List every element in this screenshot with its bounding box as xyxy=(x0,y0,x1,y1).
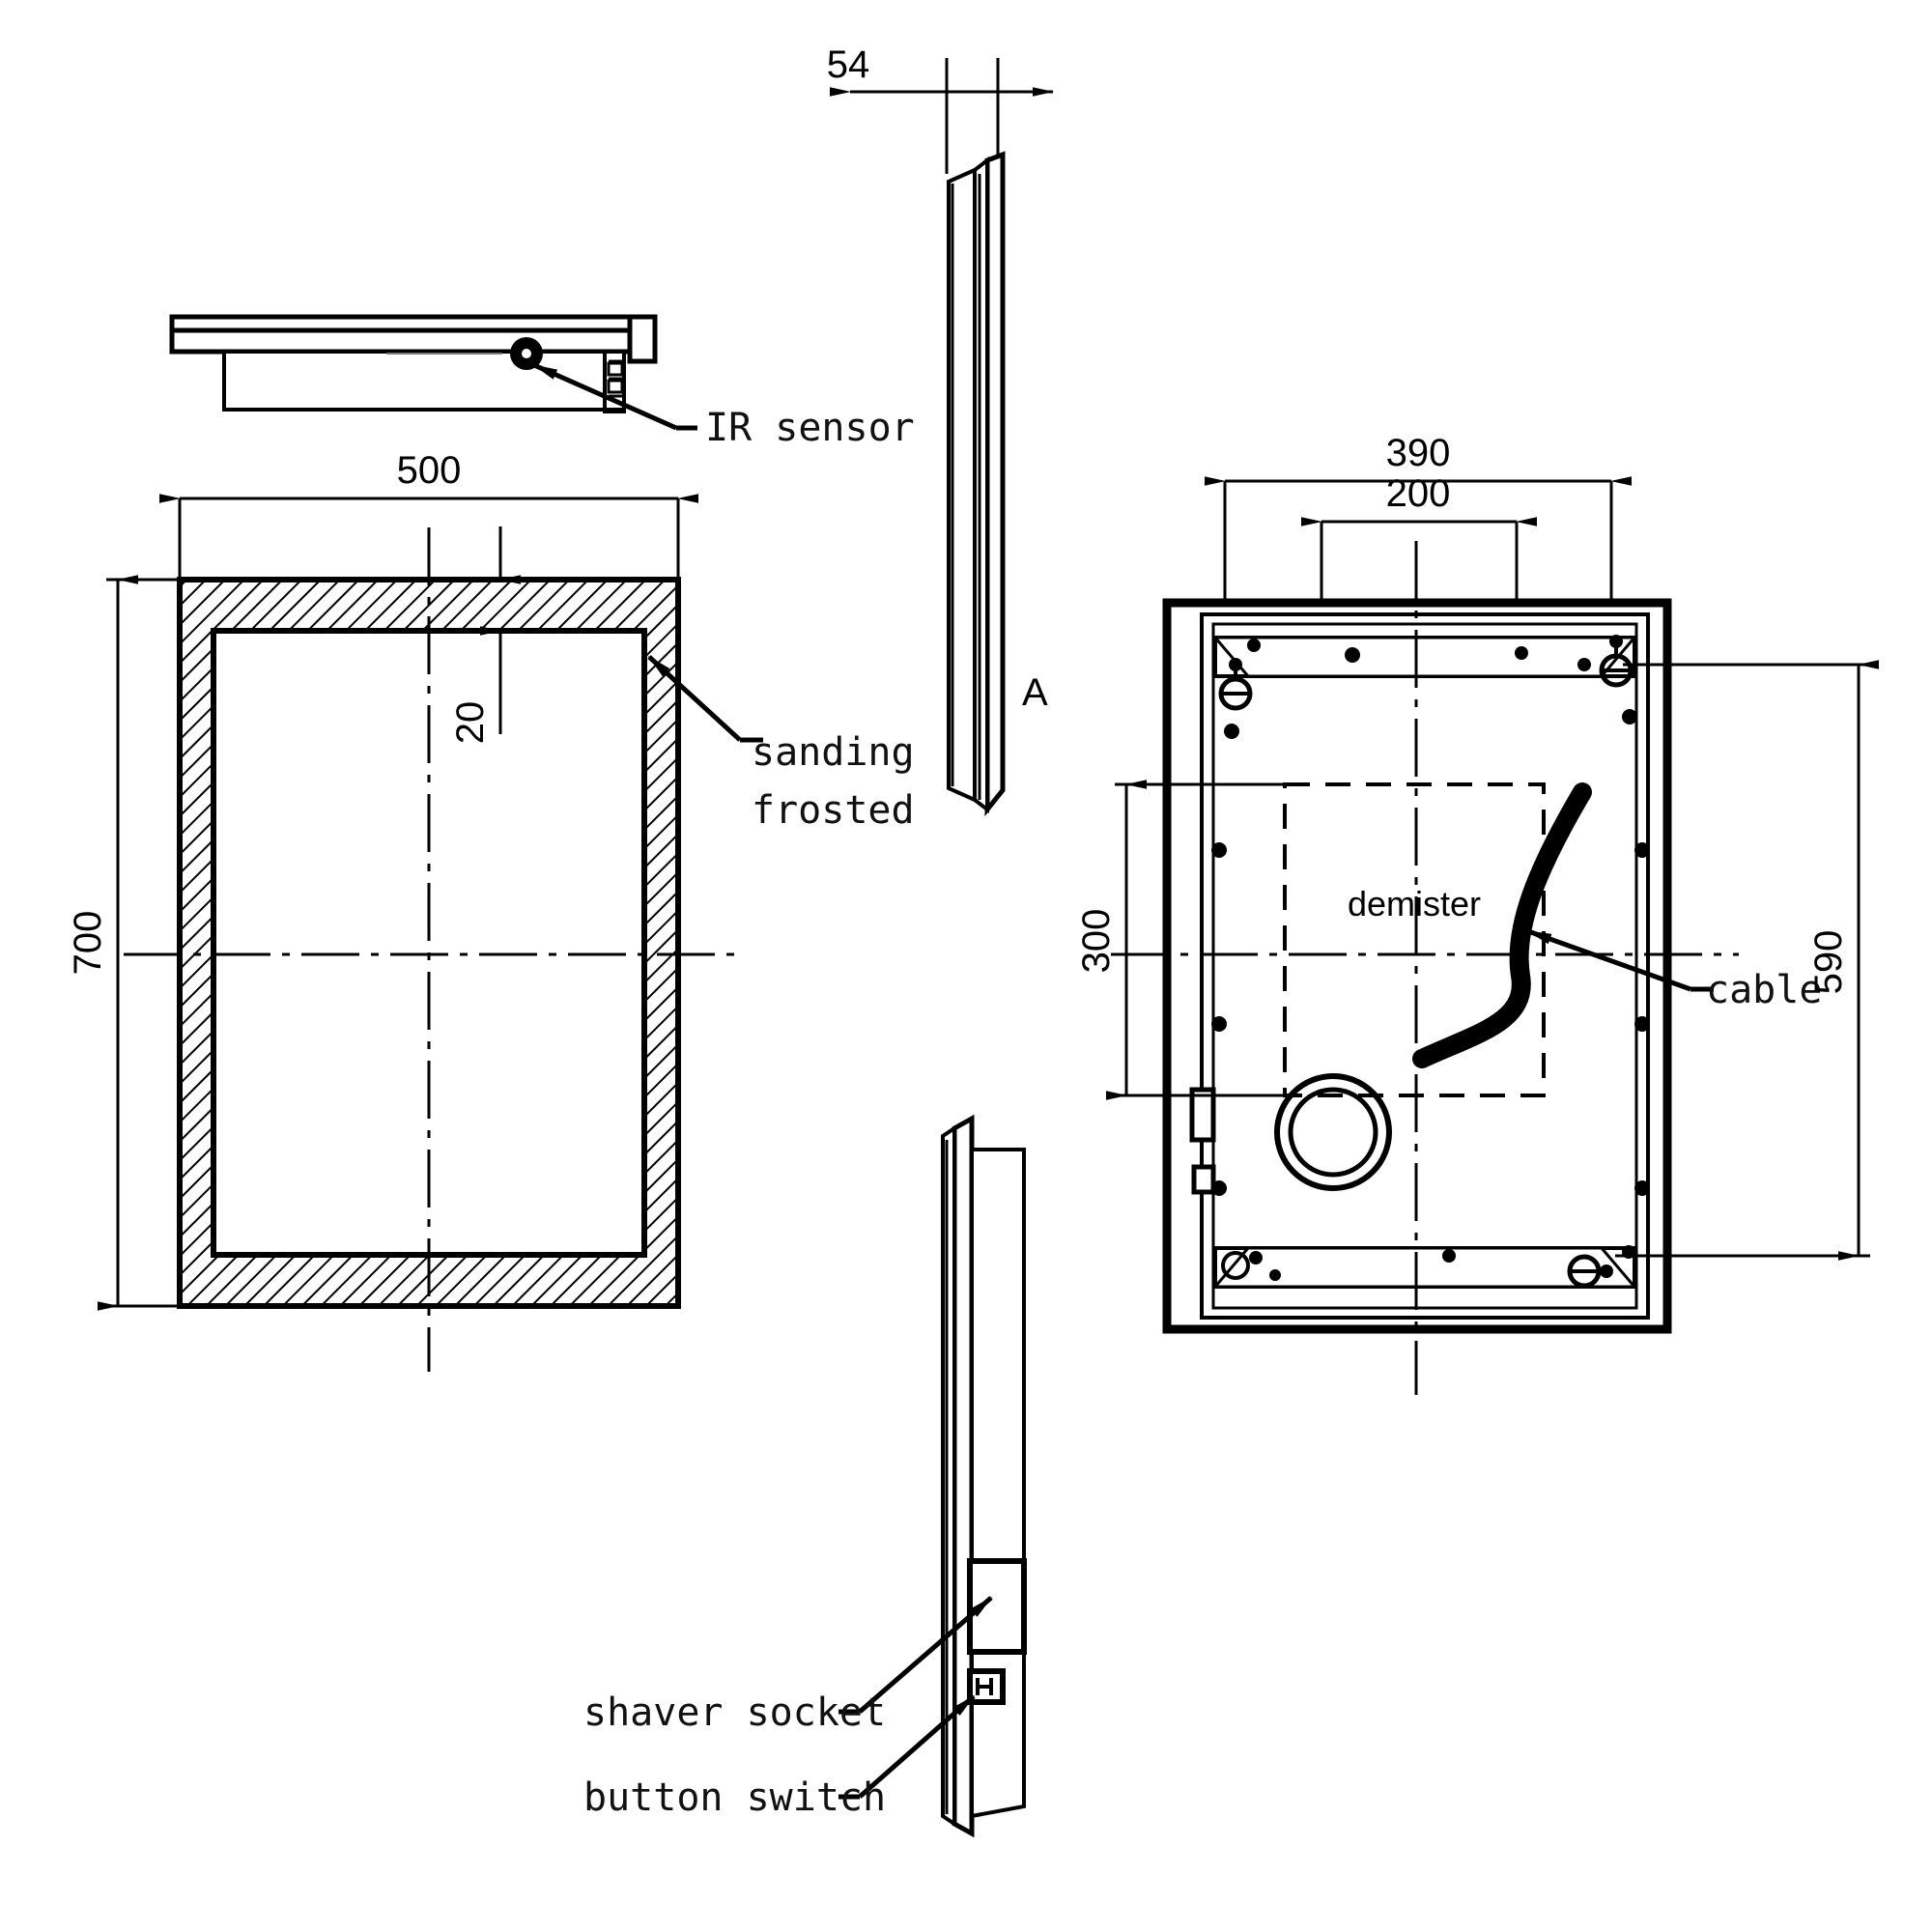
ir-sensor-label: IR sensor xyxy=(705,406,915,450)
dim-width-500: 500 xyxy=(397,449,462,492)
round-feature-inner xyxy=(1288,1087,1378,1178)
section-letter-a: A xyxy=(1022,671,1048,714)
hanger-keyhole-top-left xyxy=(1218,658,1253,711)
button-switch-box xyxy=(967,1668,1006,1705)
rear-shaver-socket xyxy=(1189,1087,1216,1143)
rear-elevation-view: 390 200 xyxy=(1075,432,1879,1395)
hanger-keyhole-bottom-left xyxy=(1221,1251,1250,1280)
sanding-frosted-label-line2: frosted xyxy=(752,788,915,833)
cable-label: cable xyxy=(1706,968,1822,1012)
dim-height-700: 700 xyxy=(67,911,109,976)
shaver-socket-label: shaver socket xyxy=(583,1690,886,1735)
dim-200: 200 xyxy=(1386,472,1451,515)
top-section-view: IR sensor xyxy=(169,314,915,450)
sanding-frosted-label-line1: sanding xyxy=(752,730,915,775)
hanger-keyhole-top-right xyxy=(1599,635,1634,688)
cable-path xyxy=(1412,782,1592,1068)
demister-label: demister xyxy=(1348,884,1481,923)
dim-300: 300 xyxy=(1075,909,1118,974)
hanger-keyhole-bottom-right xyxy=(1567,1254,1613,1289)
dim-frosted-band-20: 20 xyxy=(449,701,492,745)
side-section-view-lower: shaver socket button switch xyxy=(583,1114,1027,1838)
dim-590: 590 xyxy=(1807,930,1850,995)
side-section-view-upper: 54 A xyxy=(827,43,1054,817)
rear-button-switch xyxy=(1191,1164,1216,1195)
dim-depth-54: 54 xyxy=(827,43,870,86)
front-elevation-view: 500 700 20 sanding frosted xyxy=(67,449,915,1372)
button-switch-label: button switch xyxy=(583,1776,886,1820)
dim-390: 390 xyxy=(1386,432,1451,474)
